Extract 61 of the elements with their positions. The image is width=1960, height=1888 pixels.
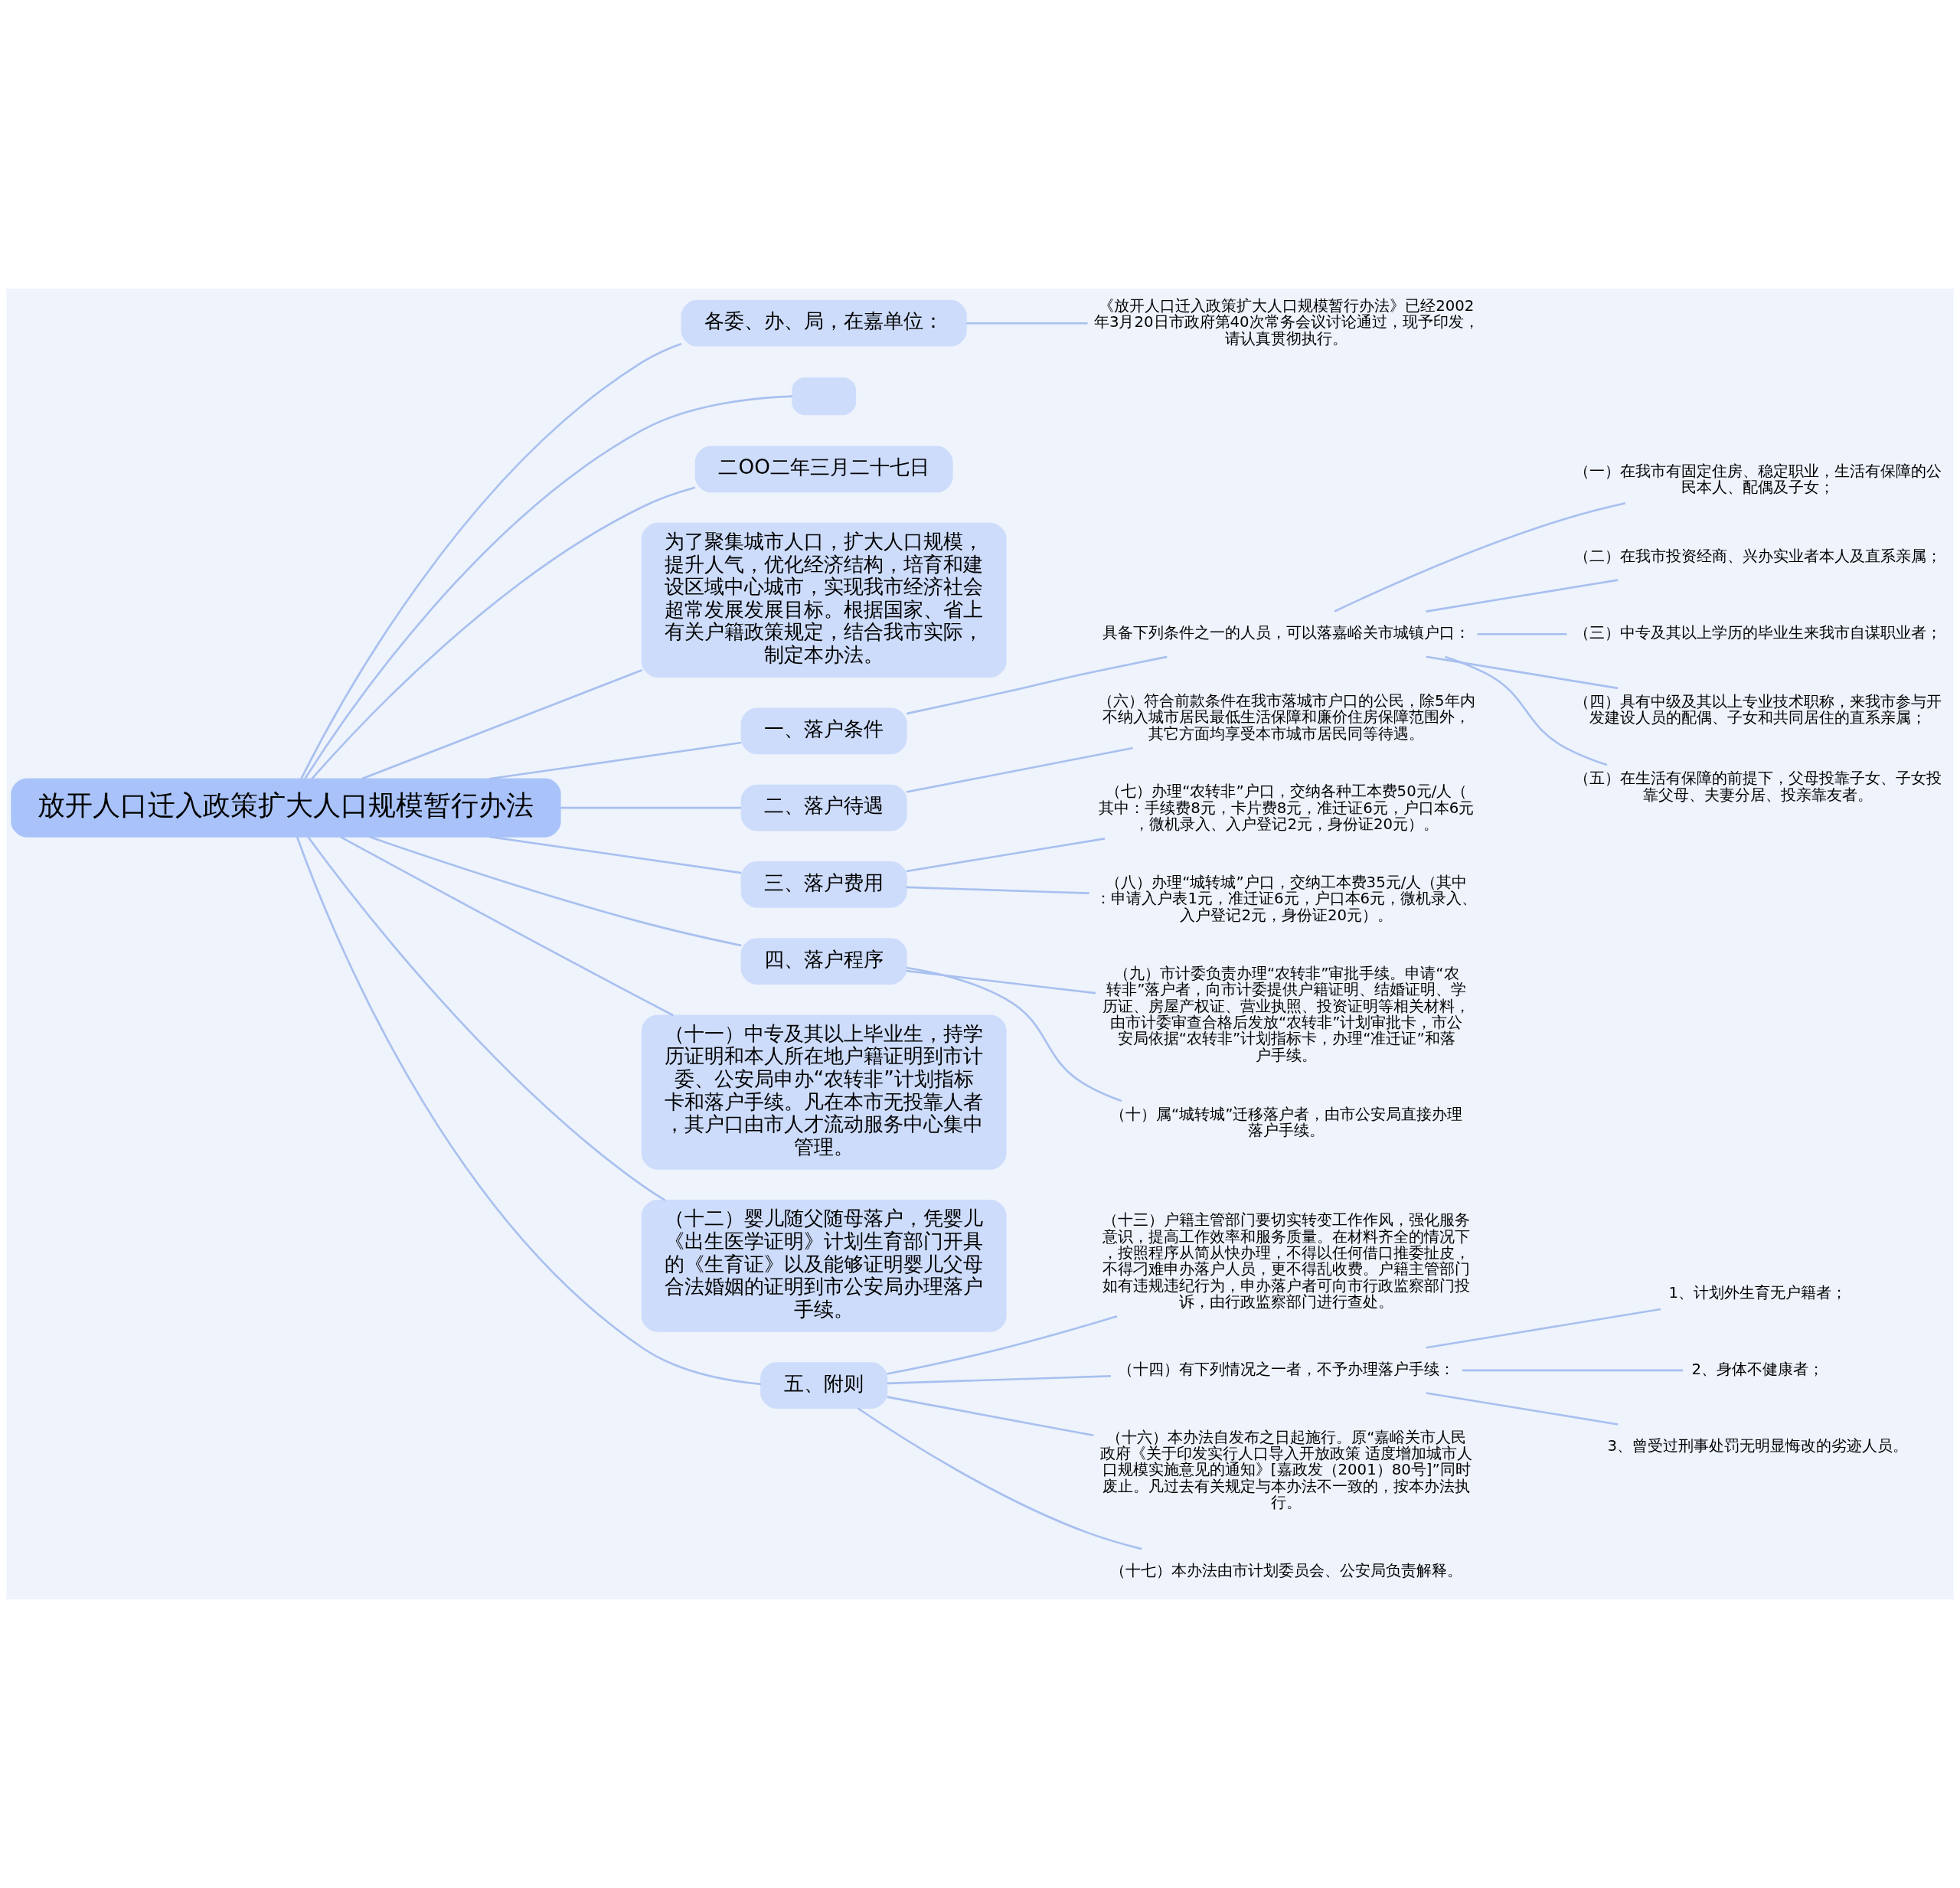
node-text: （二）在我市投资经商、兴办实业者本人及直系亲属； — [1573, 547, 1942, 566]
connector — [1445, 655, 1608, 766]
connector — [966, 322, 1088, 325]
connector — [304, 395, 792, 779]
connector — [906, 838, 1106, 873]
node-box: （十一）中专及其以上毕业生，持学历证明和本人所在地户籍证明到市计委、公安局申办“农转非”计划指标卡和落户手续。凡在本市无投靠人者，其户口由市人才流动服务中心集中管理。 — [641, 1014, 1007, 1170]
connector — [1334, 502, 1626, 612]
node-text: （五）在生活有保障的前提下，父母投靠子女、子女投靠父母、夫妻分居、投亲靠友者。 — [1573, 769, 1942, 804]
connector — [887, 1315, 1118, 1375]
connector — [906, 655, 1168, 715]
connector — [1426, 655, 1619, 690]
node-text: 2、身体不健康者； — [1691, 1360, 1824, 1378]
node-box: 五、附则 — [760, 1362, 888, 1409]
connector — [887, 1396, 1094, 1437]
connector — [311, 486, 696, 780]
node-text: （七）办理“农转非”户口，交纳各种工本费50元/人（其中：手续费8元，卡片费8元，准迁证6元，户口本6元，微机录入、入户登记2元，身份证20元）。 — [1099, 782, 1475, 834]
node-text: 1、计划外生育无户籍者； — [1668, 1283, 1847, 1302]
connector — [906, 966, 1122, 1102]
connector — [1462, 1369, 1684, 1372]
node-text: （八）办理“城转城”户口，交纳工本费35元/人（其中：申请入户表1元，准迁证6元，户口本6元，微机录入、入户登记2元，身份证20元）。 — [1096, 873, 1478, 924]
node-box: 三、落户费用 — [740, 861, 907, 908]
connector — [488, 835, 742, 874]
node-text: （十）属“城转城”迁移落户者，由市公安局直接办理落户手续。 — [1110, 1106, 1463, 1140]
node-text: （四）具有中级及其以上专业技术职称，来我市参与开发建设人员的配偶、子女和共同居住的直系亲属； — [1573, 692, 1942, 727]
node-box — [792, 377, 857, 416]
connector — [857, 1407, 1142, 1550]
node-box: 为了聚集城市人口，扩大人口规模，提升人气，优化经济结构，培育和建设区域中心城市，实现我市经济社会超常发展发展目标。根据国家、省上有关户籍政策规定，结合我市实际，制定本办法。 — [641, 522, 1007, 678]
connector — [1426, 1308, 1661, 1349]
node-text: （十三）户籍主管部门要切实转变工作作风，强化服务意识，提高工作效率和服务质量。在材料齐全的情况下，按照程序从简从快办理，不得以任何借口推委扯皮，不得刁难申办落户人员，更不得乱收费。户籍主管部门如有违规违纪行为，申办落户者可向市行政监察部门投诉，由行政监察部门进行查处。 — [1102, 1211, 1471, 1311]
connector — [340, 835, 674, 1017]
node-box: 四、落户程序 — [740, 938, 907, 985]
node-text: （一）在我市有固定住房、稳定职业，生活有保障的公民本人、配偶及子女； — [1573, 462, 1942, 497]
node-box: 各委、办、局，在嘉单位： — [681, 299, 967, 347]
node-box: 二、落户待遇 — [740, 784, 907, 831]
connector — [1426, 579, 1619, 612]
connector — [906, 969, 1096, 995]
node-text: （十七）本办法由市计划委员会、公安局负责解释。 — [1110, 1561, 1463, 1579]
node-text: （十四）有下列情况之一者，不予办理落户手续： — [1118, 1360, 1455, 1378]
node-text: （六）符合前款条件在我市落城市户口的公民，除5年内不纳入城市居民最低生活保障和廉价住房保障范围外，其它方面均享受本市城市居民同等待遇。 — [1097, 692, 1475, 743]
node-box: 一、落户条件 — [740, 707, 907, 755]
connector — [1426, 1392, 1619, 1426]
node-box: 放开人口迁入政策扩大人口规模暂行办法 — [11, 778, 561, 838]
connector — [296, 836, 761, 1386]
connector — [361, 669, 643, 780]
node-text: 具备下列条件之一的人员，可以落嘉峪关市城镇户口： — [1102, 624, 1471, 642]
connector — [887, 1375, 1111, 1385]
connector — [906, 886, 1089, 894]
node-box: 二OO二年三月二十七日 — [694, 446, 953, 493]
connector — [1477, 632, 1567, 635]
node-text: 《放开人口迁入政策扩大人口规模暂行办法》已经2002年3月20日市政府第40次常务会议讨论通过，现予印发，请认真贯彻执行。 — [1093, 296, 1479, 348]
connector — [300, 342, 682, 779]
connector — [368, 835, 742, 947]
node-text: （三）中专及其以上学历的毕业生来我市自谋职业者； — [1573, 624, 1942, 642]
connector — [906, 746, 1133, 793]
connector — [307, 836, 666, 1201]
node-box: （十二）婴儿随父随母落户，凭婴儿《出生医学证明》计划生育部门开具的《生育证》以及能够证明婴儿父母合法婚姻的证明到市公安局办理落户手续。 — [641, 1200, 1007, 1332]
connector — [488, 741, 742, 780]
connector — [560, 806, 741, 809]
node-text: （九）市计委负责办理“农转非”审批手续。申请“农转非”落户者，向市计委提供户籍证明、结婚证明、学历证、房屋产权证、营业执照、投资证明等相关材料，由市计委审查合格后发放“农转非”计划审批卡，市公安局依据“农转非”计划指标卡，办理“准迁证”和落户手续。 — [1102, 964, 1471, 1064]
node-text: （十六）本办法自发布之日起施行。原“嘉峪关市人民政府《关于印发实行人口导入开放政策 适度增加城市人口规模实施意见的通知》[嘉政发（2001）80号]”同时废止。凡过去有关规定与本办法不一致的，按本办法执行。 — [1100, 1428, 1473, 1512]
node-text: 3、曾受过刑事处罚无明显悔改的劣迹人员。 — [1607, 1437, 1909, 1455]
